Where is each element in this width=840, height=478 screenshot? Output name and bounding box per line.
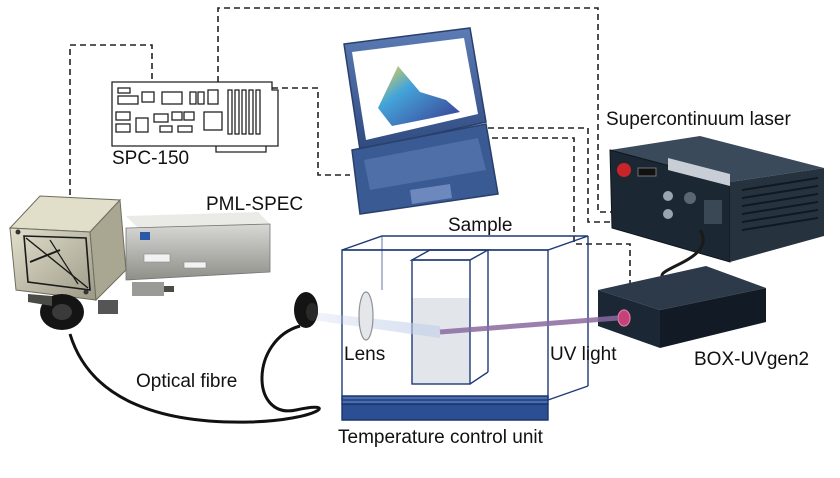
label-sample: Sample bbox=[448, 215, 513, 236]
data-cables bbox=[69, 7, 631, 286]
cable-card-to-laptop bbox=[272, 87, 350, 176]
laptop bbox=[343, 27, 499, 215]
fibre-collimator bbox=[294, 292, 318, 328]
laptop-touchpad bbox=[410, 184, 452, 204]
cable-card-to-laser bbox=[217, 7, 614, 213]
label-spc150: SPC-150 bbox=[112, 148, 190, 169]
box-uvgen2 bbox=[598, 266, 766, 348]
label-pml-spec: PML-SPEC bbox=[206, 194, 304, 215]
cuvette bbox=[409, 249, 491, 385]
cable-laptop-to-laser-1 bbox=[488, 127, 616, 223]
laptop-plot bbox=[378, 66, 460, 126]
spc150-card bbox=[111, 81, 279, 153]
cable-laptop-to-laser-2 bbox=[492, 137, 631, 286]
laptop-keyboard bbox=[364, 138, 486, 190]
label-temperature-control-unit: Temperature control unit bbox=[338, 427, 543, 448]
uv-beam bbox=[439, 315, 619, 335]
spectrometer bbox=[8, 195, 127, 330]
label-box-uvgen2: BOX-UVgen2 bbox=[694, 349, 810, 370]
lens bbox=[358, 291, 374, 341]
cable-spec-to-card bbox=[69, 44, 153, 195]
label-uv-light: UV light bbox=[550, 344, 617, 365]
supercontinuum-laser bbox=[609, 136, 824, 263]
label-lens: Lens bbox=[344, 344, 386, 365]
label-optical-fibre: Optical fibre bbox=[136, 371, 238, 392]
uv-output-port bbox=[617, 309, 631, 327]
light-beam bbox=[312, 312, 440, 338]
laser-power-knob bbox=[617, 163, 631, 177]
optical-fibre bbox=[68, 324, 321, 424]
pml-spec-detector bbox=[125, 212, 271, 296]
label-supercontinuum-laser: Supercontinuum laser bbox=[606, 109, 791, 130]
